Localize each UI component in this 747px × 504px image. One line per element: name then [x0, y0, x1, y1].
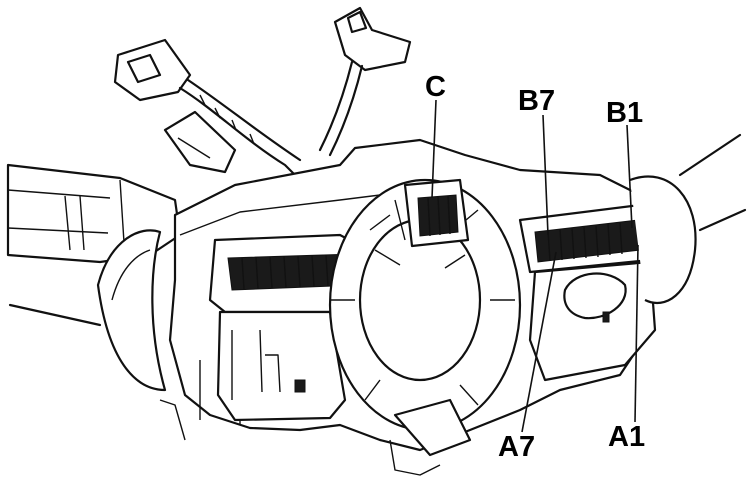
right-stalk-lever — [629, 133, 747, 305]
small-block — [163, 110, 237, 174]
leader-line-b1 — [626, 124, 633, 229]
upper-wire-harness-connector — [113, 38, 302, 182]
leader-lines — [431, 99, 639, 433]
callout-label-b1: B1 — [606, 97, 643, 129]
leader-line-a7 — [521, 251, 557, 433]
upper-right-harness-connector — [318, 6, 412, 157]
callout-label-c: C — [425, 71, 446, 103]
leader-line-b7 — [542, 114, 549, 236]
callout-label-b7: B7 — [518, 85, 555, 117]
leader-line-a1 — [634, 244, 639, 423]
left-lower-housing — [216, 310, 347, 422]
connector-c — [403, 178, 470, 248]
clock-spring-ring — [328, 178, 522, 457]
callout-label-a1: A1 — [608, 421, 645, 453]
callout-label-a7: A7 — [498, 431, 535, 463]
leader-line-c — [431, 99, 437, 199]
left-leaf-lever — [8, 229, 167, 392]
callout-labels: C B7 B1 A7 A1 — [425, 71, 645, 463]
